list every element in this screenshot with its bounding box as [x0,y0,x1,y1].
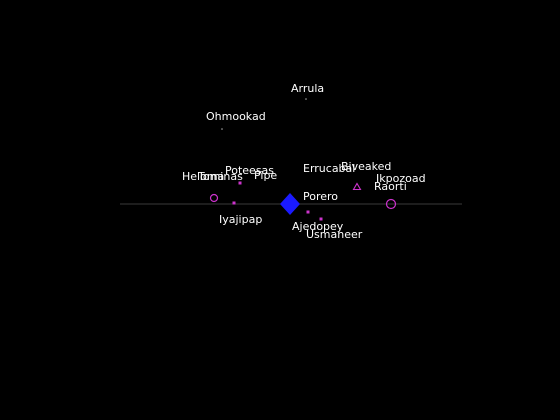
square-icon [306,210,310,214]
world-object-usmaneer: Usmaneer [306,228,363,241]
world-object-arrula: Arrula [291,82,324,100]
square-icon [238,181,242,185]
world-object-ohmookad: Ohmookad [206,110,266,130]
circle-icon [209,193,219,203]
world-object-label: Tominas [197,170,243,183]
world-object-ikpozoad: Ikpozoad [376,172,426,185]
world-object-label: Arrula [291,82,324,95]
world-object-label: Iyajipap [219,213,262,226]
world-object-label: Porero [303,190,338,203]
world-object-label: Heloma [182,170,224,183]
world-object-pipe: Pipe [254,169,277,182]
world-object-ajedopey: Ajedopey [292,217,344,233]
square-icon [319,217,323,221]
world-object-label: Ajedopey [292,220,344,233]
dot-icon [305,98,307,100]
world-object-label: Raorti [374,180,407,193]
player-diamond-icon [280,193,300,215]
dot-icon [221,128,223,130]
world-object-poteesas: Poteesas [225,164,274,185]
world-object-iyajipap: Iyajipap [219,201,262,226]
world-object-label: Errucabal [303,162,355,175]
world-object-errucabal: Errucabal [303,162,355,175]
world-object-label: Biveaked [341,160,391,173]
world-object-label: Pipe [254,169,277,182]
circle-icon [385,198,397,210]
world-object-biveaked: Biveaked [341,160,391,191]
world-object-label: Ohmookad [206,110,266,123]
square-icon [232,201,236,205]
world-object-label: Ikpozoad [376,172,426,185]
world-object-label: Usmaneer [306,228,363,241]
world-object-tominas: Tominas [197,170,243,203]
world-object-heloma: Heloma [182,170,224,183]
triangle-icon [352,182,362,191]
world-object-label: Poteesas [225,164,274,177]
world-object-porero: Porero [303,190,338,214]
world-object-raorti: Raorti [374,180,407,210]
